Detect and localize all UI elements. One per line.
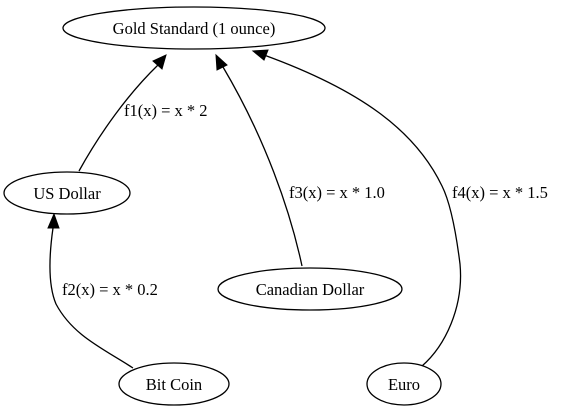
edge-line <box>263 54 462 367</box>
node-label: Euro <box>388 375 420 394</box>
edge-cad-to-gold <box>215 53 303 267</box>
edge-label-f1: f1(x) = x * 2 <box>124 101 208 120</box>
arrowhead <box>152 54 167 70</box>
node-label: US Dollar <box>33 184 101 203</box>
edge-usd-to-gold <box>78 54 167 172</box>
edge-line <box>78 64 159 172</box>
arrowhead <box>47 212 60 229</box>
edge-label-f2: f2(x) = x * 0.2 <box>62 280 158 299</box>
node-label: Bit Coin <box>146 375 202 394</box>
node-euro: Euro <box>366 362 442 406</box>
arrowhead <box>251 49 269 61</box>
node-gold-standard: Gold Standard (1 ounce) <box>62 6 326 50</box>
node-us-dollar: US Dollar <box>3 171 131 215</box>
edge-label-f4: f4(x) = x * 1.5 <box>452 183 548 202</box>
node-canadian-dollar: Canadian Dollar <box>217 267 403 311</box>
node-label: Gold Standard (1 ounce) <box>113 19 276 38</box>
arrowhead <box>215 53 228 71</box>
edge-line <box>222 66 303 267</box>
edge-line <box>49 227 134 369</box>
node-label: Canadian Dollar <box>256 280 365 299</box>
edge-label-f3: f3(x) = x * 1.0 <box>289 183 385 202</box>
node-bit-coin: Bit Coin <box>118 362 230 406</box>
edge-eur-to-gold <box>251 49 462 367</box>
edge-btc-to-usd <box>47 212 134 369</box>
